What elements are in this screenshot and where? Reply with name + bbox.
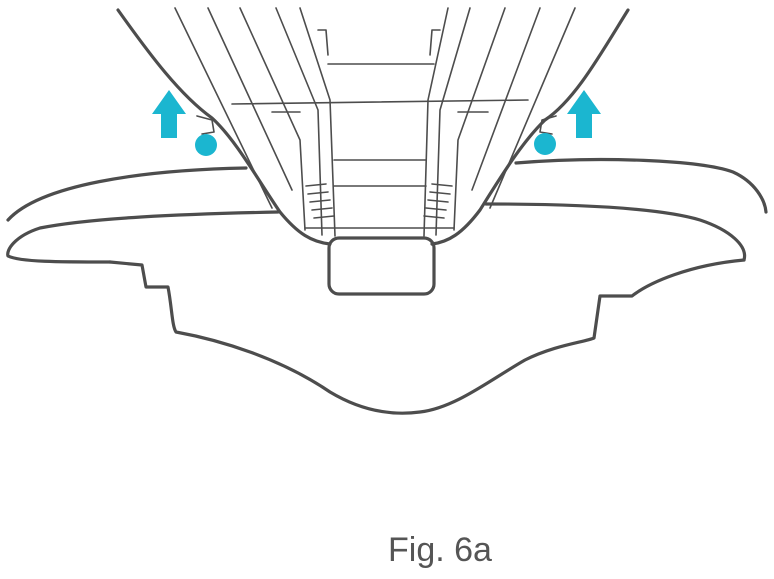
base-top-edge (6, 166, 248, 222)
latch-hook-right (539, 115, 557, 135)
frame-rail-right-5 (423, 7, 449, 237)
accent-markers (152, 90, 601, 156)
latch-hook-left (196, 115, 215, 135)
line-art (6, 7, 768, 415)
shell-right-edge (430, 8, 630, 246)
rail-tab-right (429, 29, 441, 56)
base-right-lip (484, 202, 747, 262)
frame-rail-right-2 (471, 7, 541, 191)
arrow-up-icon (152, 90, 186, 138)
arrow-up-icon (567, 90, 601, 138)
rail-tab-left (317, 29, 329, 56)
frame-rail-right-3 (453, 7, 506, 231)
latch-dot-icon (195, 134, 217, 156)
base-top-edge-right (514, 157, 768, 214)
shell-left-edge (116, 8, 332, 246)
frame-rail-left-3 (239, 7, 306, 231)
frame-rail-right-1 (489, 7, 576, 209)
base-left-lip (6, 210, 280, 264)
frame-rail-left-2 (207, 7, 293, 191)
crossbar-2 (231, 99, 529, 105)
base-bottom-outline (108, 258, 746, 415)
ridges-right (423, 183, 453, 219)
latch-dot-icon (534, 133, 556, 155)
frame-rail-left-5 (299, 7, 336, 237)
center-buckle (327, 236, 436, 296)
frame-rail-left-1 (174, 7, 273, 209)
ridges-left (305, 183, 335, 219)
figure-caption: Fig. 6a (388, 531, 492, 569)
